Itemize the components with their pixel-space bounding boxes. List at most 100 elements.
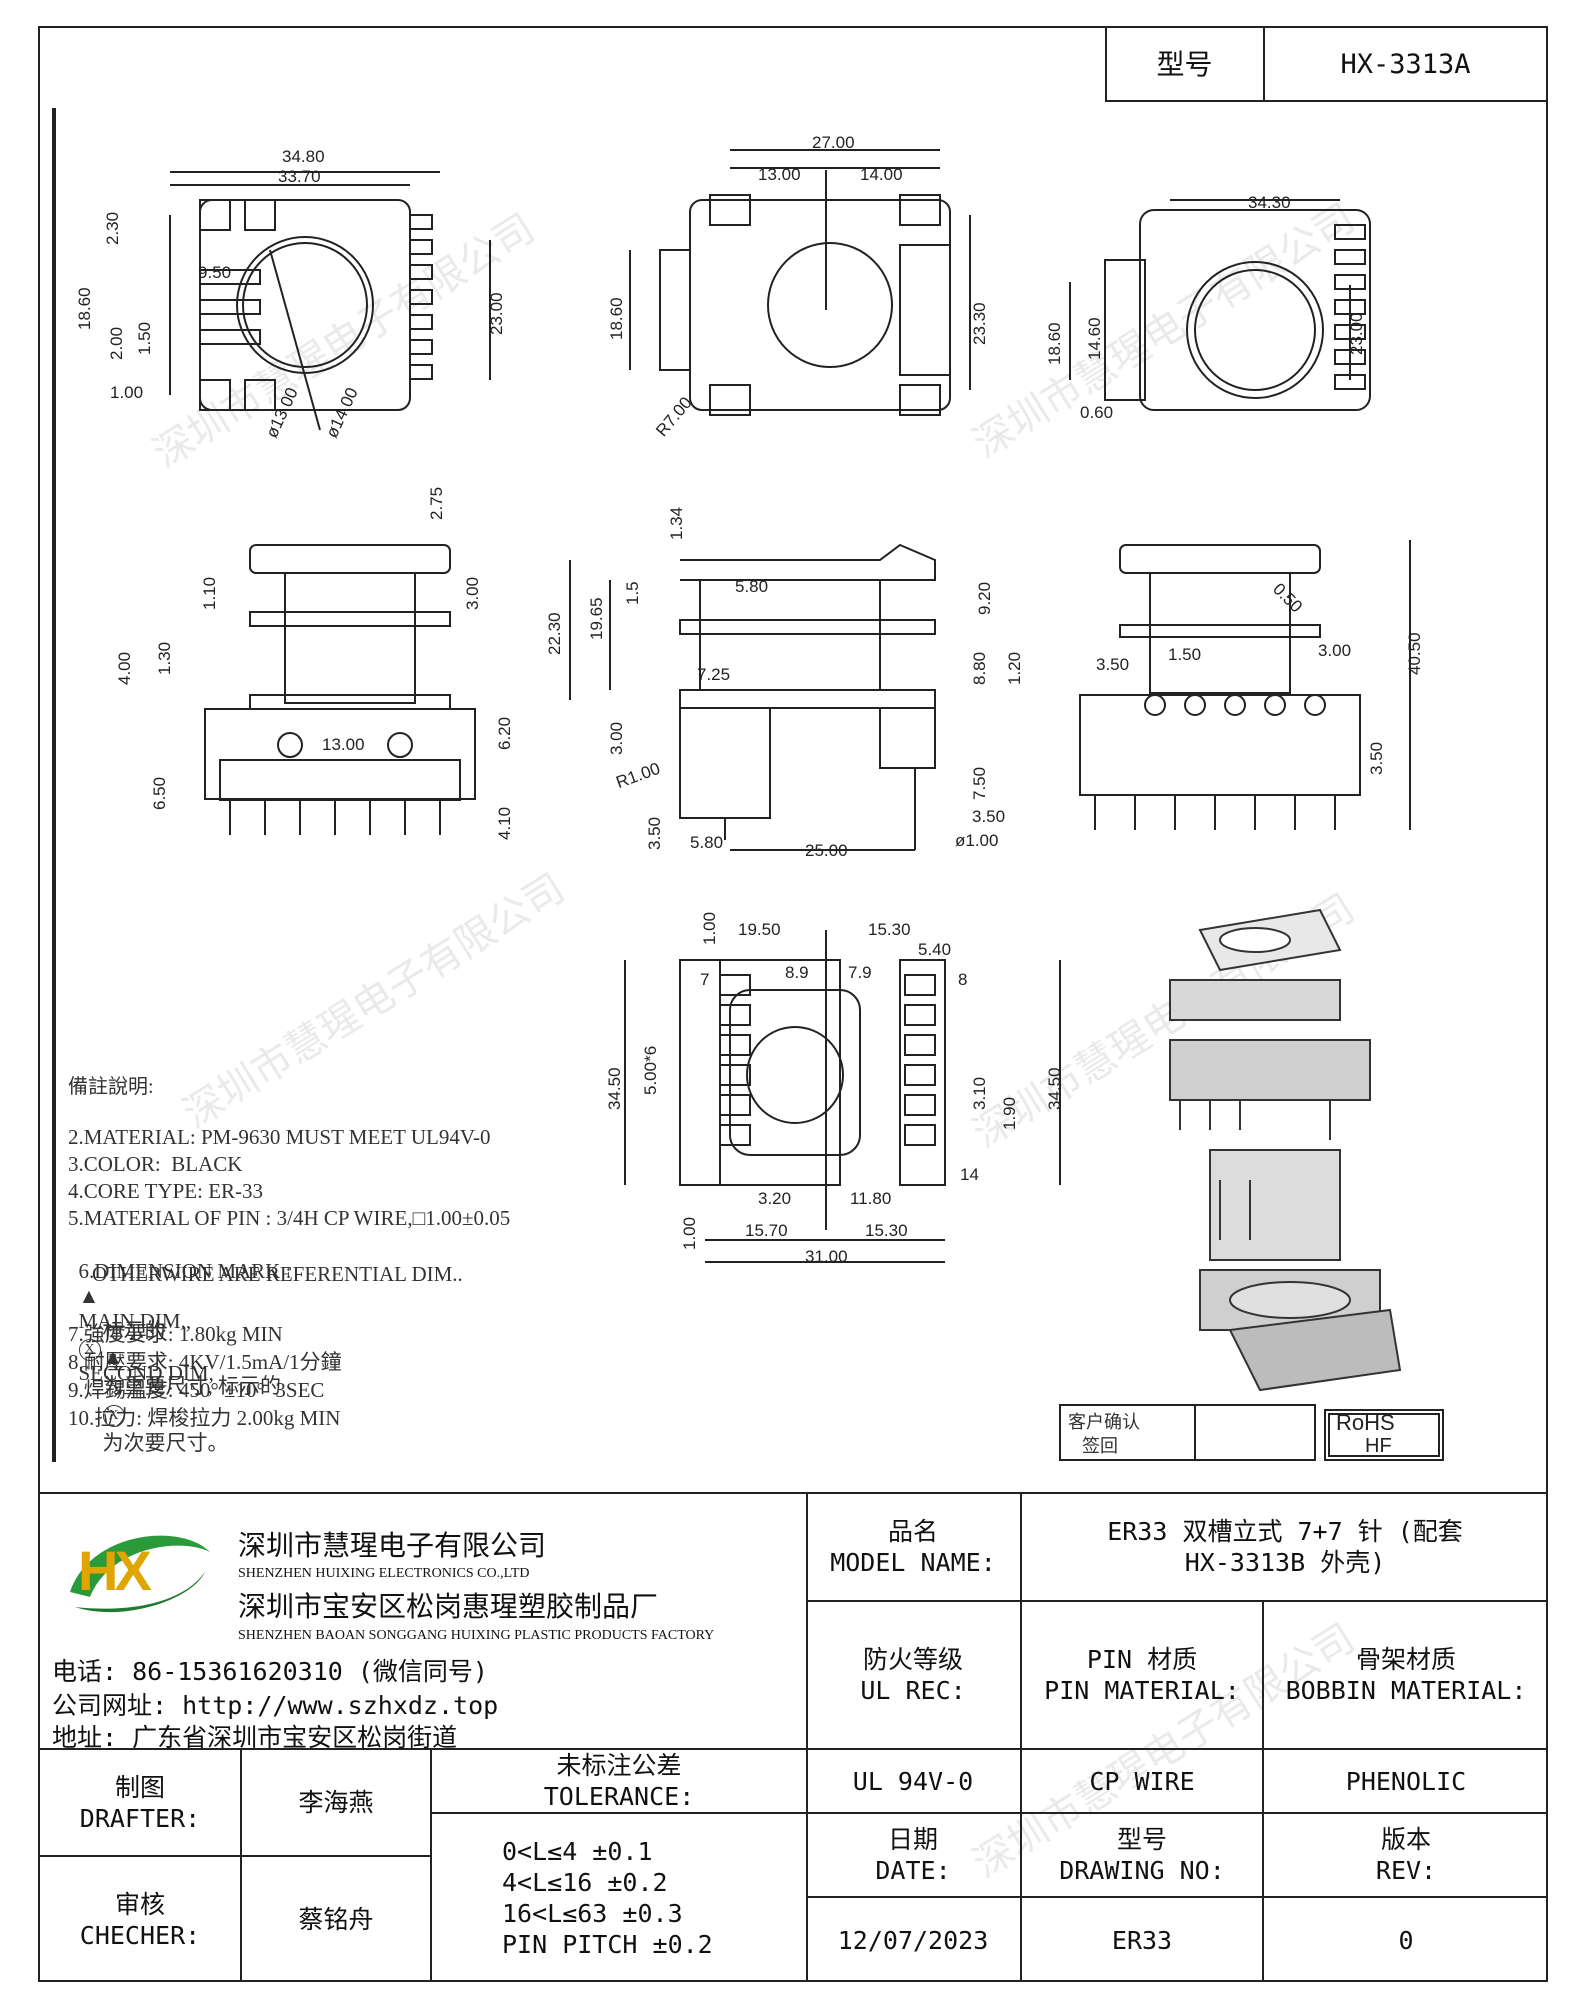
dim: 6.20	[495, 717, 514, 750]
bobbin-material-cn: 骨架材质	[1355, 1645, 1456, 1674]
title-row-line	[38, 1748, 1548, 1750]
isometric-view-1	[1169, 908, 1371, 1140]
dim: 0.60	[1080, 403, 1113, 422]
customer-confirm-label: 客户确认	[1068, 1412, 1140, 1432]
dim: 33.70	[278, 167, 321, 186]
dim: 3.00	[607, 722, 626, 755]
dim: ø1.00	[955, 831, 998, 850]
dim: 23.00	[487, 292, 506, 335]
model-value: HX-3313A	[1340, 48, 1471, 80]
model-name-line2: HX-3313B 外壳)	[1184, 1548, 1386, 1577]
dim: 14.00	[860, 165, 903, 184]
title-divider	[806, 1492, 808, 1982]
dim: 4.00	[115, 652, 134, 685]
dim: 15.30	[865, 1221, 908, 1240]
checker-en: CHECHER:	[79, 1920, 201, 1950]
drawing-no-en: DRAWING NO:	[1059, 1856, 1225, 1885]
note-line-cn: 标示的 ▲ 为重要尺寸, 标示的 X 为次要尺寸。	[92, 1290, 281, 1457]
dim: 1.00	[700, 912, 719, 945]
dim: 19.65	[587, 597, 606, 640]
date-en: DATE:	[875, 1856, 951, 1885]
dim: 25.00	[805, 841, 848, 860]
note-cn-secondary: 为次要尺寸。	[102, 1431, 229, 1455]
note-line: 9.焊錫溫度: 450° ±10° 3SEC	[68, 1378, 325, 1402]
rev-cn: 版本	[1380, 1825, 1431, 1854]
dim: 3.00	[463, 577, 482, 610]
header-mid-line	[1263, 26, 1265, 102]
pin-slots-right	[409, 214, 433, 380]
note-line-dimension: 6.DIMENSION MARK : ▲ MAIN DIM., X SECOND…	[68, 1234, 291, 1386]
dim: 23.00	[1347, 312, 1366, 355]
tolerance-cn: 未标注公差	[556, 1751, 682, 1780]
company-name-cn: 深圳市慧瑆电子有限公司	[238, 1529, 547, 1562]
note-dim-title: 6.DIMENSION MARK :	[78, 1259, 292, 1283]
dim: 1.00	[680, 1217, 699, 1250]
pins-side-right	[1094, 795, 1336, 830]
ul-rec-cn: 防火等级	[862, 1645, 963, 1674]
drawing-no-header: 型号 DRAWING NO:	[1022, 1814, 1262, 1896]
dim: 1.50	[135, 322, 154, 355]
pin-material-cn: PIN 材质	[1086, 1645, 1198, 1674]
dim: 6.50	[150, 777, 169, 810]
title-divider	[1262, 1600, 1264, 1982]
title-row-line	[806, 1812, 1548, 1814]
dim: R1.00	[613, 759, 662, 792]
tolerance-en: TOLERANCE:	[543, 1782, 695, 1811]
isometric-view-2	[1199, 1149, 1402, 1392]
company-address: 地址: 广东省深圳市宝安区松岗街道	[52, 1723, 458, 1752]
ul-rec-value: UL 94V-0	[852, 1766, 974, 1796]
note-cn-prefix: 标示的	[102, 1319, 166, 1343]
left-rule	[52, 108, 56, 1458]
dim: 1.50	[1168, 645, 1201, 664]
checker-cn: 审核	[114, 1889, 165, 1919]
note-line: 8.耐壓要求: 4KV/1.5mA/1分鐘	[68, 1350, 342, 1374]
rev-value: 0	[1398, 1925, 1414, 1955]
note-line: OTHERWIRE ARE REFERENTIAL DIM..	[92, 1262, 463, 1286]
dim: 5.40	[918, 940, 951, 959]
dim: 8.9	[785, 963, 809, 982]
header-left-line	[1105, 26, 1107, 102]
dim: 5.80	[690, 833, 723, 852]
date-header: 日期 DATE:	[806, 1814, 1020, 1896]
dim: 1.34	[667, 507, 686, 540]
dim: 3.50	[645, 817, 664, 850]
title-divider	[240, 1748, 242, 1982]
tolerance-row: PIN PITCH ±0.2	[502, 1930, 713, 1959]
dim: 1.90	[1000, 1097, 1019, 1130]
drawing-no-cn: 型号	[1116, 1825, 1167, 1854]
dim: 27.00	[812, 133, 855, 152]
drafter-cn: 制图	[114, 1772, 165, 1802]
dim: 1.20	[1005, 652, 1024, 685]
dim: 14	[960, 1165, 979, 1184]
dim: 34.80	[282, 147, 325, 166]
technical-drawing: 34.80 33.70 2.30 18.60 9.50 2.00 1.50 1.…	[75, 133, 1444, 1461]
title-divider	[430, 1748, 432, 1982]
dim: R7.00	[652, 393, 696, 440]
note-line: 5.MATERIAL OF PIN : 3/4H CP WIRE,□1.00±0…	[68, 1206, 511, 1230]
note-line: 10.拉力: 焊梭拉力 2.00kg MIN	[68, 1406, 341, 1430]
company-website[interactable]: 公司网址: http://www.szhxdz.top	[52, 1691, 499, 1720]
bobbin-material-en: BOBBIN MATERIAL:	[1285, 1676, 1527, 1705]
checker-header: 审核 CHECHER:	[40, 1857, 240, 1982]
model-name-header: 品名 MODEL NAME:	[806, 1494, 1020, 1600]
customer-signback-label: 签回	[1082, 1436, 1118, 1456]
title-row-line	[38, 1855, 430, 1857]
note-line: 2.MATERIAL: PM-9630 MUST MEET UL94V-0	[68, 1125, 491, 1149]
dim: 15.70	[745, 1221, 788, 1240]
tolerance-row: 0<L≤4 ±0.1	[502, 1837, 653, 1866]
company-logo: HX	[50, 1512, 218, 1622]
ul-rec-header: 防火等级 UL REC:	[806, 1602, 1020, 1748]
dim: 8.80	[970, 652, 989, 685]
drafter-value: 李海燕	[298, 1788, 374, 1817]
dim: 3.00	[1318, 641, 1351, 660]
pin-slots-left	[199, 199, 276, 411]
note-line: 3.COLOR: BLACK	[68, 1152, 243, 1176]
dim: 11.80	[850, 1189, 891, 1208]
dim: ø14.00	[322, 385, 362, 441]
date-value: 12/07/2023	[837, 1925, 989, 1955]
dim: 2.00	[107, 327, 126, 360]
dim: 1.30	[155, 642, 174, 675]
dim: 3.50	[1096, 655, 1129, 674]
dim: 7.50	[970, 767, 989, 800]
model-label: 型号	[1156, 47, 1213, 81]
